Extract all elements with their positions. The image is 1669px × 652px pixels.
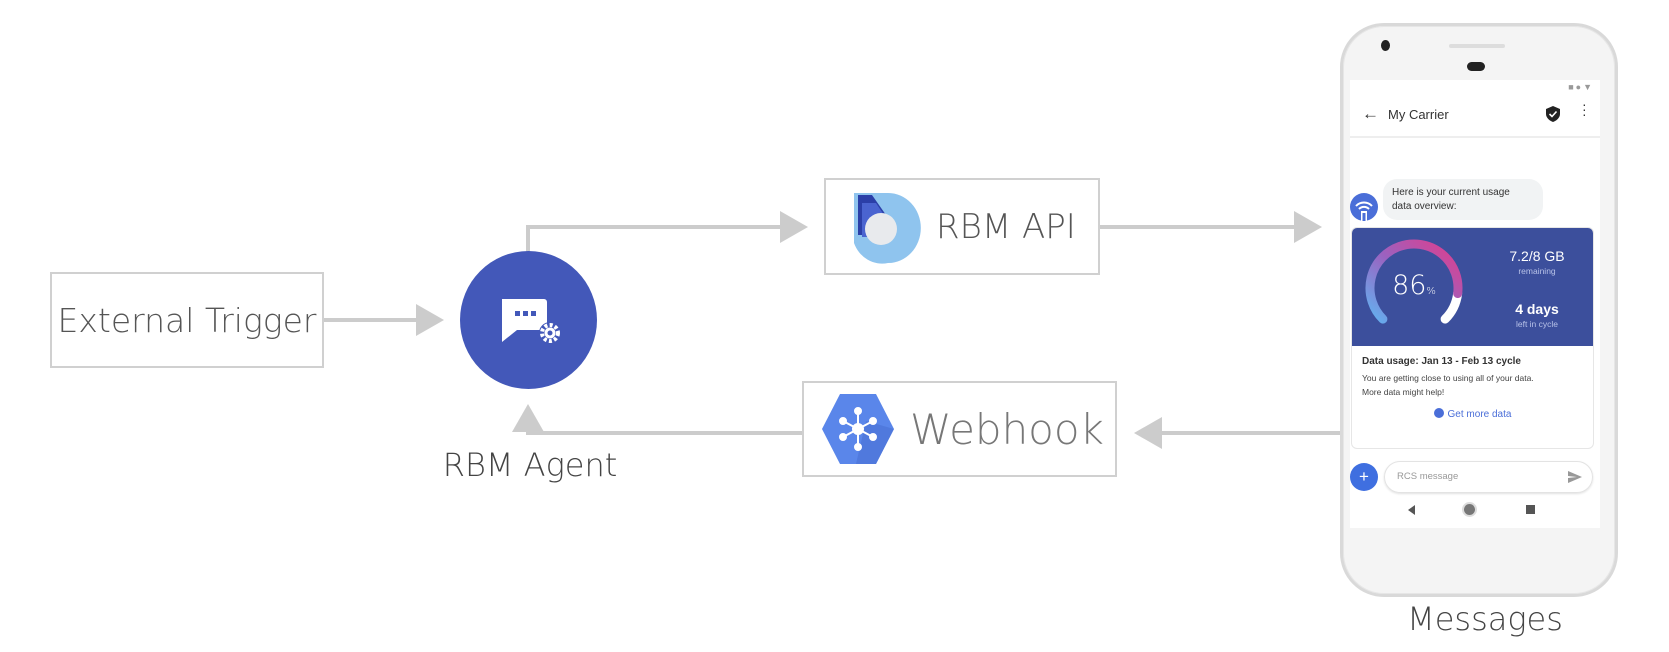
gauge-unit: % <box>1426 286 1436 297</box>
webhook-label: Webhook <box>910 404 1104 454</box>
nav-recents-icon[interactable] <box>1526 505 1535 514</box>
rcs-message-input[interactable]: RCS message <box>1384 461 1593 493</box>
data-remaining-caption: remaining <box>1518 266 1556 276</box>
card-title: Data usage: Jan 13 - Feb 13 cycle <box>1362 356 1521 367</box>
header-title: My Carrier <box>1388 107 1449 122</box>
verified-shield-icon[interactable] <box>1546 106 1560 122</box>
get-more-data-label: Get more data <box>1447 409 1512 420</box>
wifi-avatar-icon <box>1350 193 1378 221</box>
days-left-caption: left in cycle <box>1515 319 1559 329</box>
rbm-api-node: RBM API <box>824 178 1100 275</box>
rbm-agent-node <box>460 251 597 389</box>
nav-back-icon[interactable] <box>1408 505 1415 515</box>
rbm-agent-label: RBM Agent <box>442 446 618 484</box>
nav-home-icon[interactable] <box>1464 504 1475 515</box>
arrow-agent-to-api <box>526 211 808 252</box>
plus-icon: + <box>1359 467 1369 486</box>
phone-screen: ■●▼ ← My Carrier ··· Here is your curren… <box>1350 80 1600 528</box>
webhook-node: Webhook <box>802 381 1117 477</box>
message-bubble: Here is your current usage data overview… <box>1383 179 1543 220</box>
gauge-used-arc <box>1365 239 1463 324</box>
front-camera <box>1381 40 1390 51</box>
rbm-api-label: RBM API <box>936 206 1076 247</box>
gauge-percent: 86 <box>1392 270 1427 301</box>
bubble-line-1: Here is your current usage <box>1392 187 1510 198</box>
back-arrow-icon[interactable]: ← <box>1362 104 1379 123</box>
external-trigger-label: External Trigger <box>57 300 317 340</box>
card-media: 86% 7.2/8 GB remaining 4 days left in cy… <box>1352 228 1593 346</box>
rich-card[interactable]: 86% 7.2/8 GB remaining 4 days left in cy… <box>1351 227 1594 449</box>
header-divider <box>1350 136 1600 138</box>
speaker-grille <box>1449 44 1505 48</box>
messages-label: Messages <box>1407 600 1563 638</box>
days-left-value: 4 days <box>1515 301 1559 317</box>
plus-button[interactable]: + <box>1350 463 1378 491</box>
more-vert-icon[interactable]: ··· <box>1582 96 1587 122</box>
send-icon[interactable] <box>1568 471 1582 483</box>
rcs-message-placeholder: RCS message <box>1397 471 1459 482</box>
arrow-webhook-to-agent <box>512 404 802 435</box>
chat-settings-icon <box>502 299 561 344</box>
earpiece <box>1467 62 1485 71</box>
status-bar-icons: ■●▼ <box>1568 82 1594 92</box>
get-more-data-button[interactable]: Get more data <box>1352 408 1593 420</box>
bubble-line-2: data overview: <box>1392 201 1457 212</box>
globe-icon <box>1433 408 1444 418</box>
usage-gauge <box>1365 239 1463 324</box>
rbm-api-logo-icon <box>854 192 921 264</box>
card-body-line-2: More data might help! <box>1362 387 1445 397</box>
external-trigger-node: External Trigger <box>50 272 324 368</box>
webhook-hexagon-icon <box>822 394 894 464</box>
data-remaining-value: 7.2/8 GB <box>1509 248 1565 264</box>
gauge-value: 86% <box>1380 270 1448 301</box>
card-body-line-1: You are getting close to using all of yo… <box>1362 373 1534 383</box>
